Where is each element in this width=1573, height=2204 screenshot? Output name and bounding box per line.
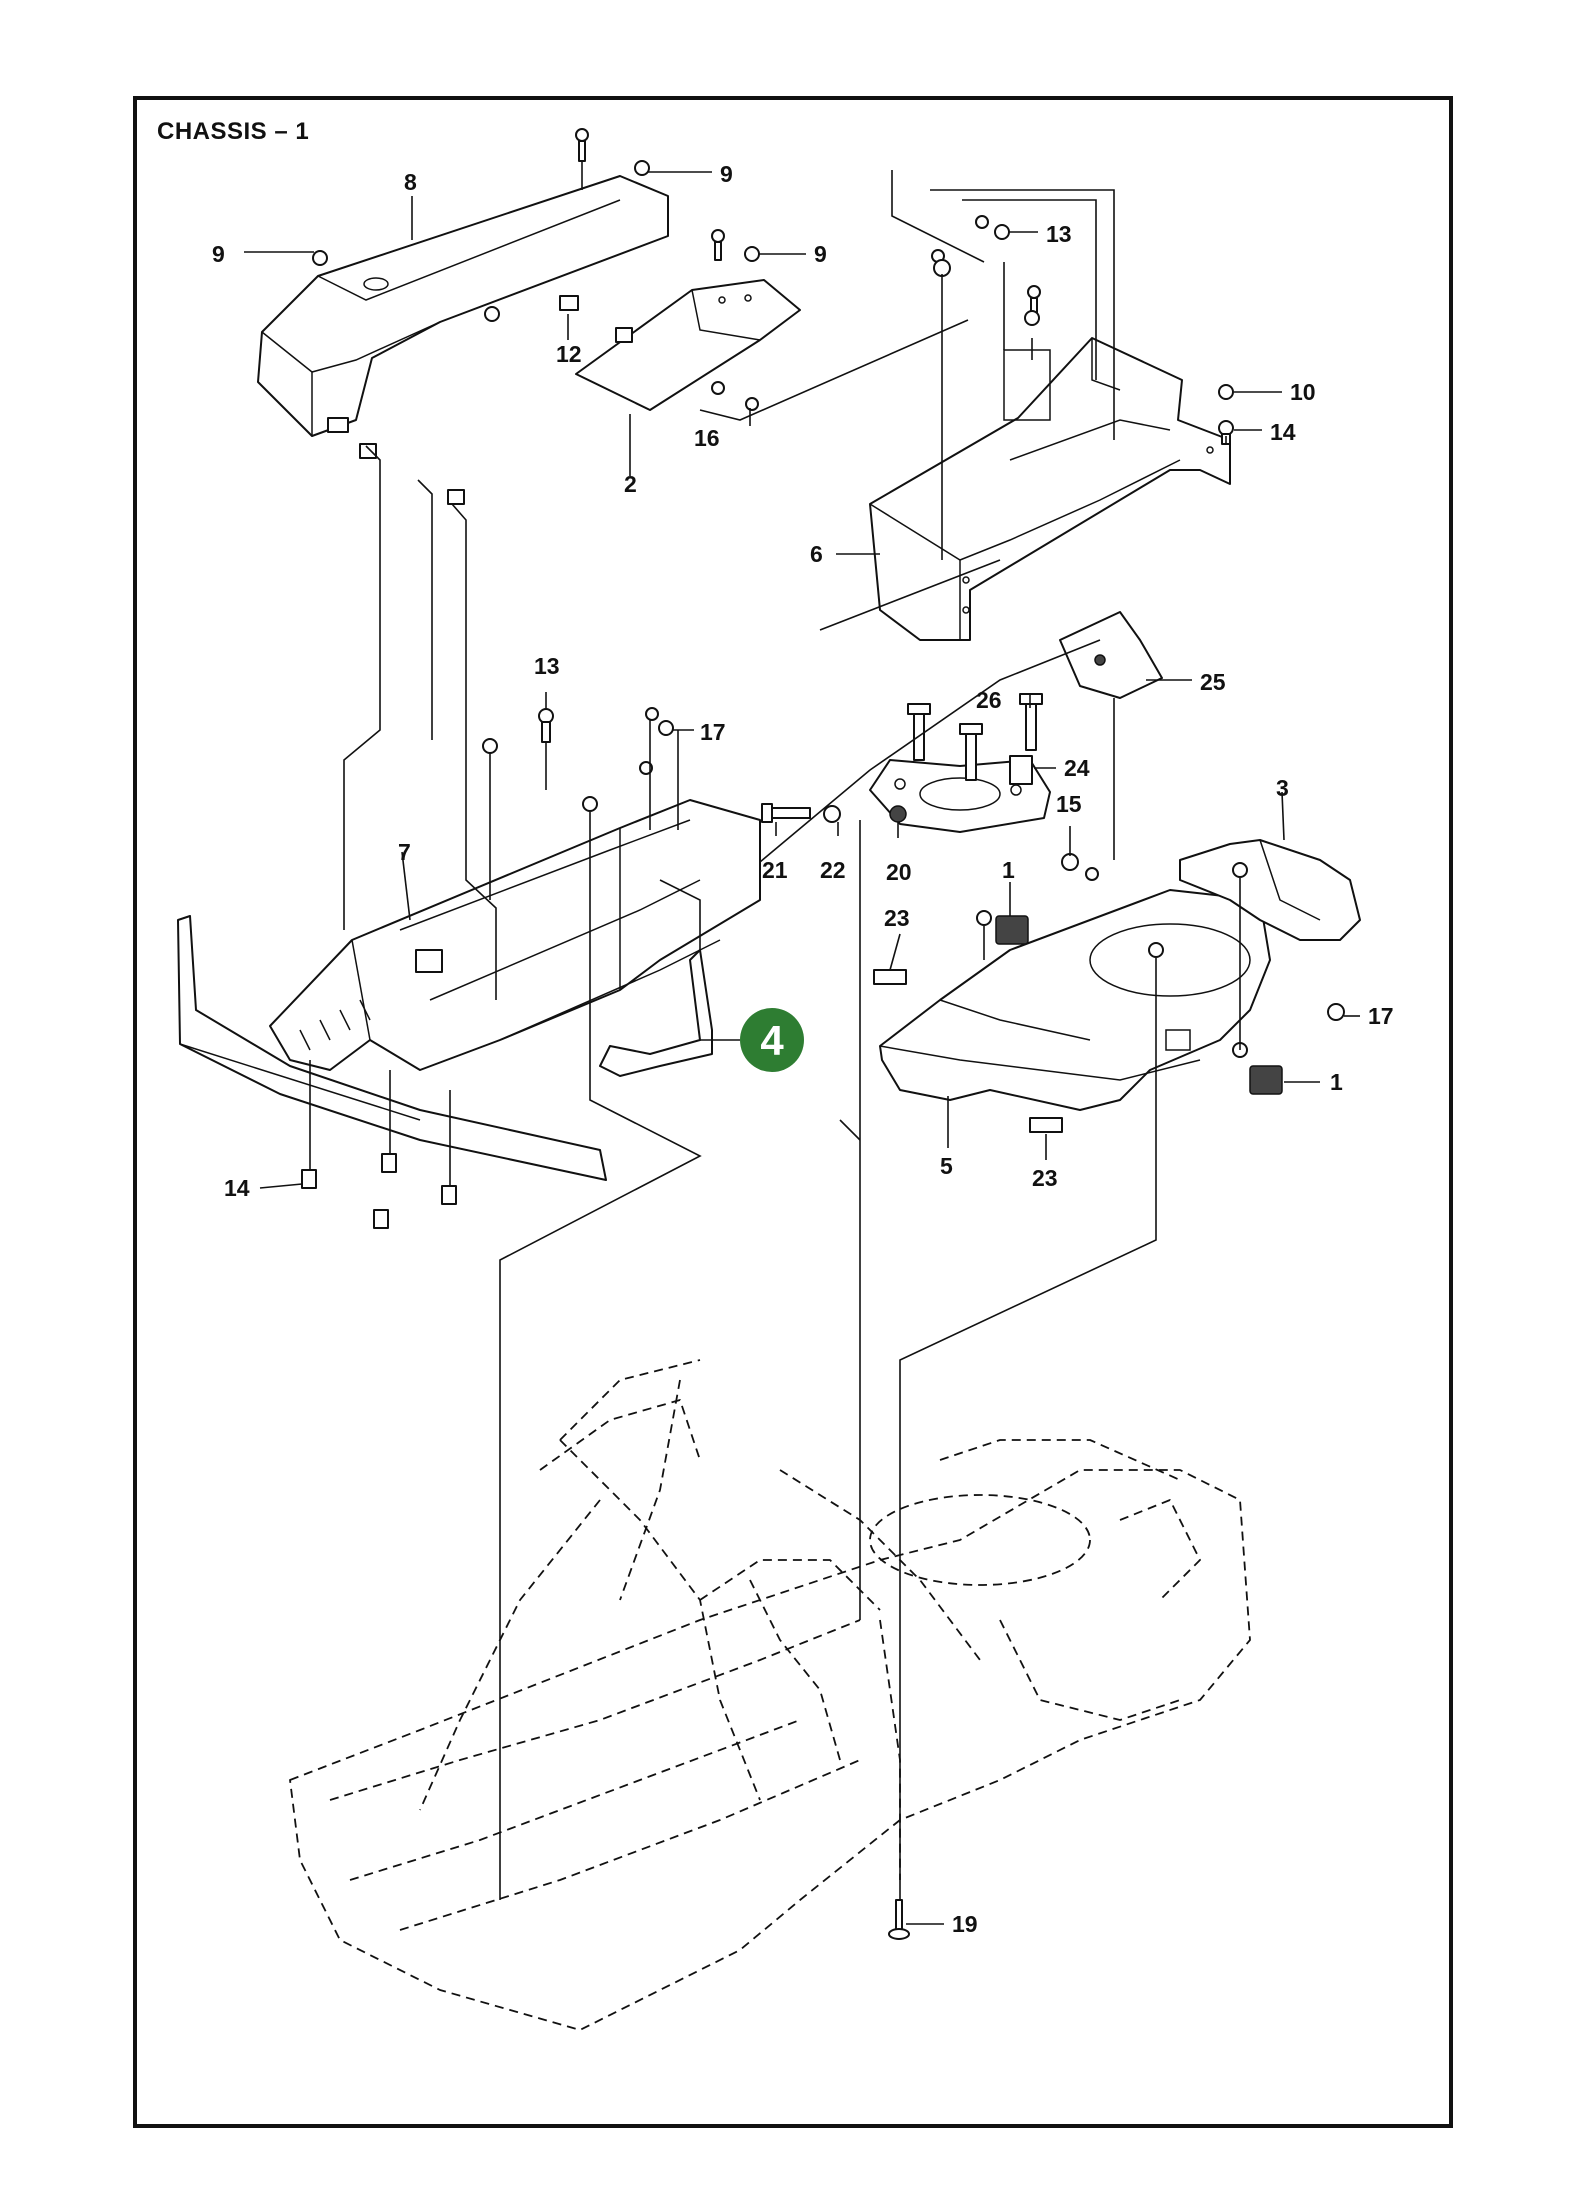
part-8-cover (257, 175, 669, 437)
diagram-frame (133, 96, 1453, 2128)
callout-14-top: 14 (1270, 419, 1296, 445)
highlight-badge-number: 4 (760, 1017, 784, 1064)
part-5-floor-pan (879, 889, 1271, 1111)
front-bumper (177, 915, 607, 1181)
callout-3: 3 (1276, 775, 1289, 801)
callout-14-bottom: 14 (224, 1175, 250, 1201)
callout-19: 19 (952, 1911, 978, 1937)
callout-13-top: 13 (1046, 221, 1072, 247)
callout-15: 15 (1056, 791, 1082, 817)
callout-6: 6 (810, 541, 823, 567)
callout-13-mid: 13 (534, 653, 560, 679)
callout-2: 2 (624, 471, 637, 497)
callout-25: 25 (1200, 669, 1226, 695)
callout-12: 12 (556, 341, 582, 367)
callout-17-mid: 17 (700, 719, 726, 745)
callout-1-right: 1 (1330, 1069, 1343, 1095)
leader-lines (244, 171, 1360, 1925)
callout-9-left: 9 (212, 241, 225, 267)
callout-23-bottom: 23 (1032, 1165, 1058, 1191)
assembly-lines (309, 161, 1241, 1900)
part-7-side-frame (269, 799, 761, 1071)
part-2-plate (575, 279, 801, 411)
callout-22: 22 (820, 857, 846, 883)
callout-5: 5 (940, 1153, 953, 1179)
callout-16: 16 (694, 425, 720, 451)
hardware-parts (301, 128, 1345, 1940)
callout-23-top: 23 (884, 905, 910, 931)
base-chassis-frame (289, 1359, 1251, 2031)
callout-17-right: 17 (1368, 1003, 1394, 1029)
part-20-seat-plate (869, 759, 1051, 833)
part-25-bracket (1059, 611, 1163, 699)
callout-20: 20 (886, 859, 912, 885)
callout-labels: 8 9 9 9 12 2 16 13 10 14 6 25 26 24 13 1… (212, 161, 1394, 1937)
highlight-badge-part-4[interactable]: 4 (740, 1008, 804, 1072)
callout-8: 8 (404, 169, 417, 195)
callout-9-top: 9 (720, 161, 733, 187)
part-6-rear-frame (869, 337, 1231, 641)
part-3-side-shield (1179, 839, 1361, 941)
callout-9-right: 9 (814, 241, 827, 267)
callout-1-top: 1 (1002, 857, 1015, 883)
callout-21: 21 (762, 857, 788, 883)
callout-7: 7 (398, 839, 411, 865)
page-title: CHASSIS – 1 (157, 118, 310, 145)
callout-24: 24 (1064, 755, 1090, 781)
callout-10: 10 (1290, 379, 1316, 405)
callout-26: 26 (976, 687, 1002, 713)
